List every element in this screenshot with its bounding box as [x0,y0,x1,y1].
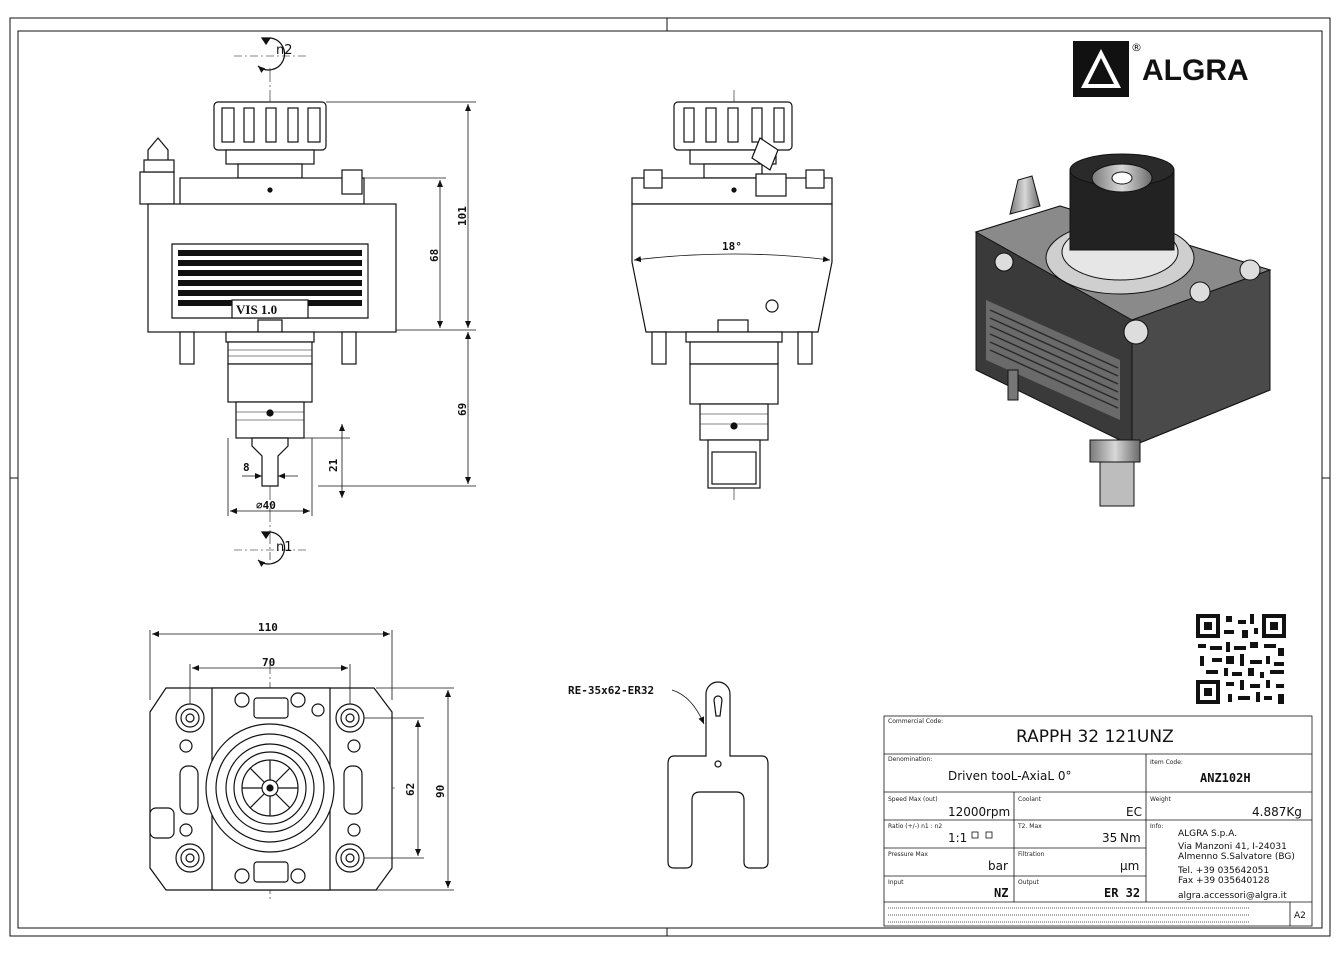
rotation-label-bottom: n1 [276,540,293,555]
pressure-unit: bar [988,859,1008,873]
filtration-unit: µm [1120,859,1139,873]
title-block-footer-lines [888,907,1250,923]
commercial-code: RAPPH 32 121UNZ [1016,727,1174,747]
info-line-4: Tel. +39 035642051 [1177,866,1269,876]
dim-shank-length: 21 [327,458,340,472]
bottom-dimension-lines [149,630,454,891]
coolant-label: Coolant [1018,796,1042,803]
dim-body-height: 68 [428,249,441,262]
brand-name: ALGRA [1142,54,1249,87]
speed-unit: rpm [986,805,1010,819]
weight-value: 4.887Kg [1252,805,1302,819]
rotation-symbol-bottom [234,531,306,567]
bottom-view [149,660,395,900]
ratio-label: Ratio (+/-) n1 : n2 [888,823,942,830]
title-block [883,715,1313,927]
info-label: Info: [1150,823,1163,830]
dim-shank-width: 8 [243,461,250,474]
qr-code-icon [1196,614,1286,704]
speed-value: 12000 [948,805,986,819]
pressure-label: Pressure Max [888,851,928,858]
sheet-size: A2 [1294,911,1306,921]
torque-label: T2. Max [1017,823,1042,830]
item-code-label: Item Code: [1150,759,1183,766]
wrench-label: RE-35x62-ER32 [568,684,654,697]
dim-hole-spacing: 70 [262,656,275,669]
angle-dimension [633,253,831,263]
filtration-label: Filtration [1018,851,1045,858]
ratio-value: 1:1 [948,831,967,845]
denomination-label: Denomination: [888,756,932,763]
registered-mark: ® [1131,41,1142,54]
weight-label: Weight [1150,796,1172,803]
torque-unit: Nm [1120,831,1141,845]
info-line-2: Via Manzoni 41, I-24031 [1178,842,1287,852]
denomination: Driven tooL-AxiaL 0° [948,769,1071,783]
front-dimension-lines [227,101,476,516]
mounting-holes [175,703,365,873]
dim-side-angle: 18° [722,240,742,253]
commercial-code-label: Commercial Code: [888,718,943,725]
input-value: NZ [994,886,1008,900]
dim-height-total: 101 [456,206,469,226]
rotation-symbol-top [234,37,306,73]
output-value: ER 32 [1104,886,1140,900]
speed-label: Speed Max (out) [888,796,938,803]
front-view [139,68,397,560]
info-line-1: ALGRA S.p.A. [1178,829,1237,839]
info-line-6: algra.accessori@algra.it [1178,891,1287,901]
coolant-value: EC [1126,805,1142,819]
input-label: Input [888,879,904,886]
dim-hole-spacing-v: 62 [404,783,417,796]
small-screws [179,692,361,884]
body-engraving: VIS 1.0 [236,302,277,317]
item-code: ANZ102H [1200,771,1251,785]
dim-bottom-height: 90 [434,785,447,798]
output-label: Output [1018,879,1039,886]
wrench-drawing [667,681,769,869]
algra-logo: ® ALGRA [1073,41,1249,97]
dim-lower-height: 69 [456,403,469,416]
torque-value: 35 [1102,831,1117,845]
dim-shank-diameter: ⌀40 [256,499,276,512]
side-view [631,90,833,500]
info-line-3: Almenno S.Salvatore (BG) [1178,852,1295,862]
rotation-label-top: n2 [276,43,293,58]
dim-bottom-width: 110 [258,621,278,634]
render-3d [974,153,1272,507]
sheet-border [9,17,1331,937]
info-line-5: Fax +39 035640128 [1178,876,1270,886]
